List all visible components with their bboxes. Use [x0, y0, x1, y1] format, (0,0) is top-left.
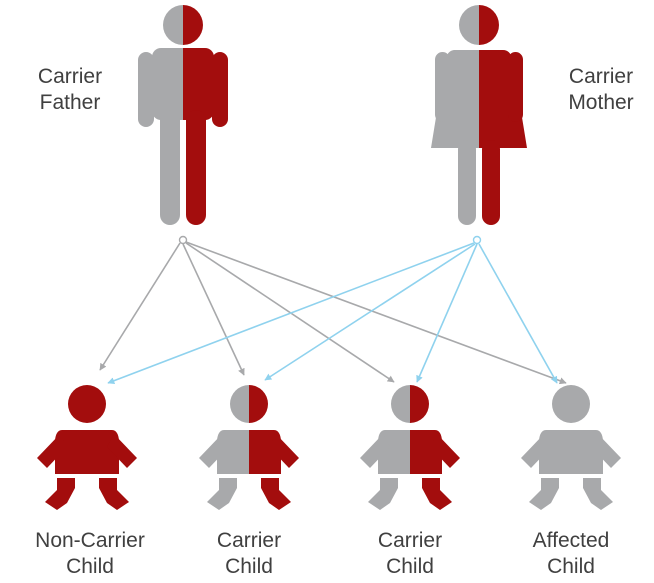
child-label-3: Carrier Child: [355, 528, 465, 580]
arrow-father-to-child-1: [99, 242, 181, 371]
mother-label-line1: Carrier: [568, 65, 634, 88]
baby-icon: [37, 385, 137, 510]
father-node: [178, 235, 188, 245]
child-label-1-line1: Non-Carrier: [35, 529, 145, 552]
arrow-father-to-child-4: [185, 241, 567, 385]
mother-arrows: [107, 242, 558, 385]
father-label: Carrier Father: [22, 64, 118, 116]
arrow-father-to-child-3: [185, 242, 395, 383]
arrow-mother-to-child-3: [416, 243, 478, 383]
child-label-4: Affected Child: [511, 528, 631, 580]
baby-icon: [199, 385, 299, 510]
child-label-2-line1: Carrier: [216, 529, 282, 552]
baby-icon: [521, 385, 621, 510]
female-figure-icon: [431, 5, 527, 225]
mother-label: Carrier Mother: [553, 64, 649, 116]
male-figure-icon: [138, 5, 228, 225]
child-label-3-line1: Carrier: [377, 529, 443, 552]
baby-icon: [360, 385, 460, 510]
arrow-mother-to-child-1: [107, 242, 475, 385]
child-label-2: Carrier Child: [194, 528, 304, 580]
child-label-1: Non-Carrier Child: [12, 528, 168, 580]
arrow-father-to-child-2: [182, 243, 245, 376]
child-label-2-line2: Child: [225, 555, 273, 578]
mother-label-line2: Mother: [568, 91, 634, 114]
child-label-3-line2: Child: [386, 555, 434, 578]
child-label-4-line2: Child: [547, 555, 595, 578]
father-arrows: [99, 241, 567, 385]
child-label-4-line1: Affected: [532, 529, 610, 552]
father-label-line2: Father: [39, 91, 101, 114]
arrow-mother-to-child-2: [264, 243, 476, 381]
arrow-mother-to-child-4: [478, 243, 558, 384]
mother-node: [472, 235, 482, 245]
child-label-1-line2: Child: [66, 555, 114, 578]
father-label-line1: Carrier: [37, 65, 103, 88]
